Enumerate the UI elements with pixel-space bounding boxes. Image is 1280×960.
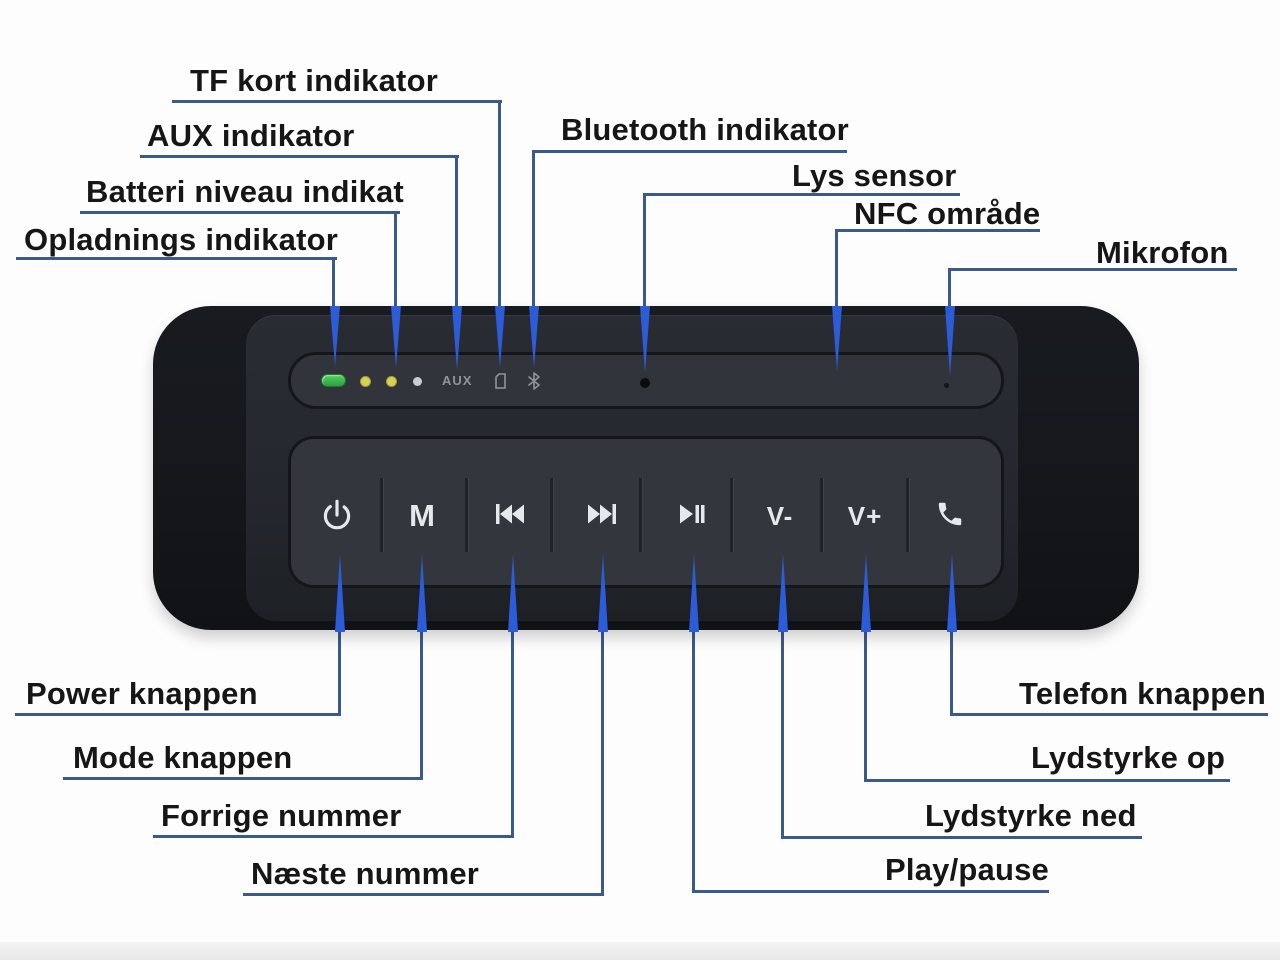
callout-line <box>692 890 1049 893</box>
callout-line <box>948 268 951 308</box>
callout-arrow <box>391 306 401 368</box>
volume-down-button: V- <box>748 488 812 544</box>
callout-line <box>16 257 337 260</box>
callout-line <box>420 632 423 777</box>
panel-divider <box>550 478 553 552</box>
charging-led <box>321 374 346 387</box>
callout-line <box>80 211 400 214</box>
battery-led <box>386 376 397 387</box>
label-bluetooth-indicator: Bluetooth indikator <box>561 112 849 147</box>
label-microphone: Mikrofon <box>1096 235 1229 270</box>
play-pause-icon <box>673 500 707 533</box>
callout-arrow <box>417 554 427 632</box>
volume-up-label: V+ <box>847 500 883 531</box>
power-button <box>305 488 369 544</box>
label-tf-card-indicator: TF kort indikator <box>190 63 438 98</box>
label-previous-track: Forrige nummer <box>161 798 402 833</box>
callout-line <box>172 100 502 103</box>
callout-line <box>338 632 341 713</box>
callout-line <box>243 893 604 896</box>
panel-divider <box>465 478 468 552</box>
callout-arrow <box>640 306 650 373</box>
label-aux-indicator: AUX indikator <box>147 118 355 153</box>
next-track-button <box>569 488 633 544</box>
callout-line <box>532 150 535 308</box>
callout-line <box>601 632 604 893</box>
phone-icon <box>935 499 965 534</box>
mode-button: M <box>390 488 454 544</box>
callout-line <box>950 713 1268 716</box>
callout-line <box>394 211 397 308</box>
label-power-button: Power knappen <box>26 676 258 711</box>
callout-line <box>643 193 646 308</box>
callout-line <box>781 836 1142 839</box>
callout-line <box>498 100 501 308</box>
callout-arrow <box>945 306 955 376</box>
battery-led <box>360 376 371 387</box>
panel-divider <box>380 478 383 552</box>
bluetooth-icon <box>527 371 541 396</box>
label-play-pause: Play/pause <box>885 852 1049 887</box>
callout-line <box>645 193 960 196</box>
aux-led-label: AUX <box>442 373 473 388</box>
callout-line <box>950 268 1237 271</box>
panel-divider <box>906 478 909 552</box>
callout-line <box>153 835 514 838</box>
label-charging-indicator: Opladnings indikator <box>24 222 339 257</box>
label-next-track: Næste nummer <box>251 856 480 891</box>
panel-divider <box>820 478 823 552</box>
callout-line <box>63 777 423 780</box>
label-light-sensor: Lys sensor <box>792 158 957 193</box>
battery-led <box>413 377 422 386</box>
label-nfc-area: NFC område <box>854 196 1041 231</box>
next-track-icon <box>580 500 622 533</box>
label-phone-button: Telefon knappen <box>1019 676 1267 711</box>
callout-line <box>837 229 1040 232</box>
light-sensor-dot <box>640 378 650 388</box>
previous-track-button <box>479 488 543 544</box>
callout-line <box>950 632 953 713</box>
callout-arrow <box>330 306 340 366</box>
indicator-strip <box>288 352 1004 409</box>
callout-arrow <box>598 554 608 632</box>
phone-button <box>918 488 982 544</box>
callout-line <box>15 713 341 716</box>
previous-track-icon <box>490 500 532 533</box>
play-pause-button <box>658 488 722 544</box>
volume-down-label: V- <box>766 500 794 531</box>
callout-arrow <box>452 306 462 370</box>
microphone-hole <box>944 383 949 388</box>
panel-divider <box>639 478 642 552</box>
button-panel <box>288 436 1004 588</box>
callout-arrow <box>529 306 539 368</box>
callout-arrow <box>495 306 505 368</box>
callout-line <box>511 632 514 835</box>
label-mode-button: Mode knappen <box>73 740 293 775</box>
power-icon <box>318 495 356 538</box>
label-battery-indicator: Batteri niveau indikat <box>86 174 404 209</box>
callout-line <box>533 150 847 153</box>
background-band <box>0 942 1280 960</box>
mode-button-label: M <box>409 498 435 533</box>
callout-line <box>692 632 695 890</box>
callout-arrow <box>689 554 699 632</box>
panel-divider <box>730 478 733 552</box>
callout-arrow <box>861 554 871 632</box>
callout-line <box>332 257 335 308</box>
callout-line <box>835 229 838 308</box>
callout-arrow <box>832 306 842 371</box>
callout-line <box>864 632 867 779</box>
volume-up-button: V+ <box>833 488 897 544</box>
callout-arrow <box>335 554 345 632</box>
callout-line <box>140 155 459 158</box>
callout-line <box>781 632 784 836</box>
callout-arrow <box>947 554 957 632</box>
callout-line <box>455 155 458 308</box>
label-volume-up: Lydstyrke op <box>1031 740 1226 775</box>
callout-line <box>864 779 1230 782</box>
tf-card-icon <box>493 372 508 395</box>
label-volume-down: Lydstyrke ned <box>925 798 1137 833</box>
callout-arrow <box>508 554 518 632</box>
callout-arrow <box>778 554 788 632</box>
